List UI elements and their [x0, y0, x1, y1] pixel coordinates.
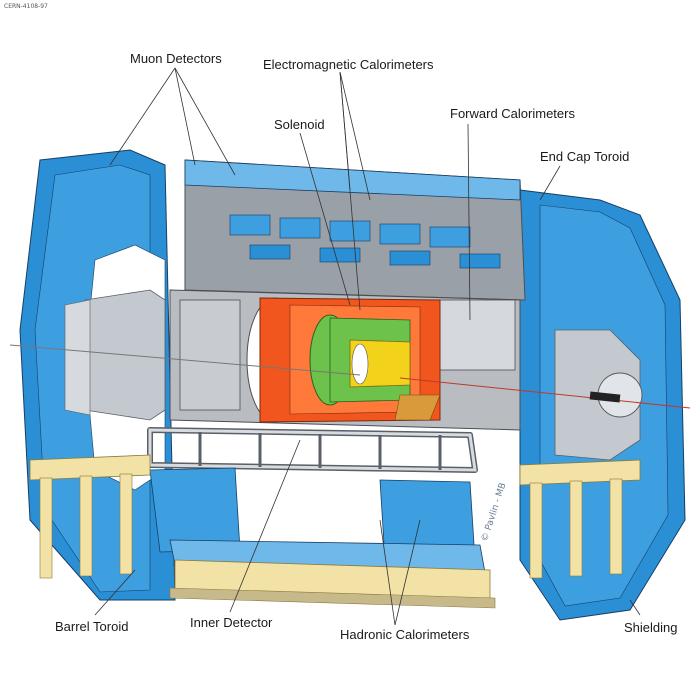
label-shielding: Shielding [624, 620, 678, 635]
label-muon-detectors: Muon Detectors [130, 51, 222, 66]
label-forward-calorimeters: Forward Calorimeters [450, 106, 575, 121]
barrel-toroid-coils [147, 427, 478, 473]
leader-lines [94, 67, 641, 626]
label-end-cap-toroid: End Cap Toroid [540, 149, 630, 164]
label-hadronic-calorimeters: Hadronic Calorimeters [340, 627, 470, 642]
label-inner-detector: Inner Detector [190, 615, 273, 630]
support-structures [29, 454, 641, 609]
right-endcap-wheel [519, 189, 686, 621]
document-reference: CERN-4108-97 [4, 3, 48, 10]
label-barrel-toroid: Barrel Toroid [55, 619, 129, 634]
calorimeter-cylinder [246, 297, 441, 423]
label-solenoid: Solenoid [274, 117, 325, 132]
beam-pipe [9, 344, 691, 409]
label-electromagnetic-calorimeters: Electromagnetic Calorimeters [263, 57, 434, 72]
barrel-top-chambers [184, 159, 526, 301]
